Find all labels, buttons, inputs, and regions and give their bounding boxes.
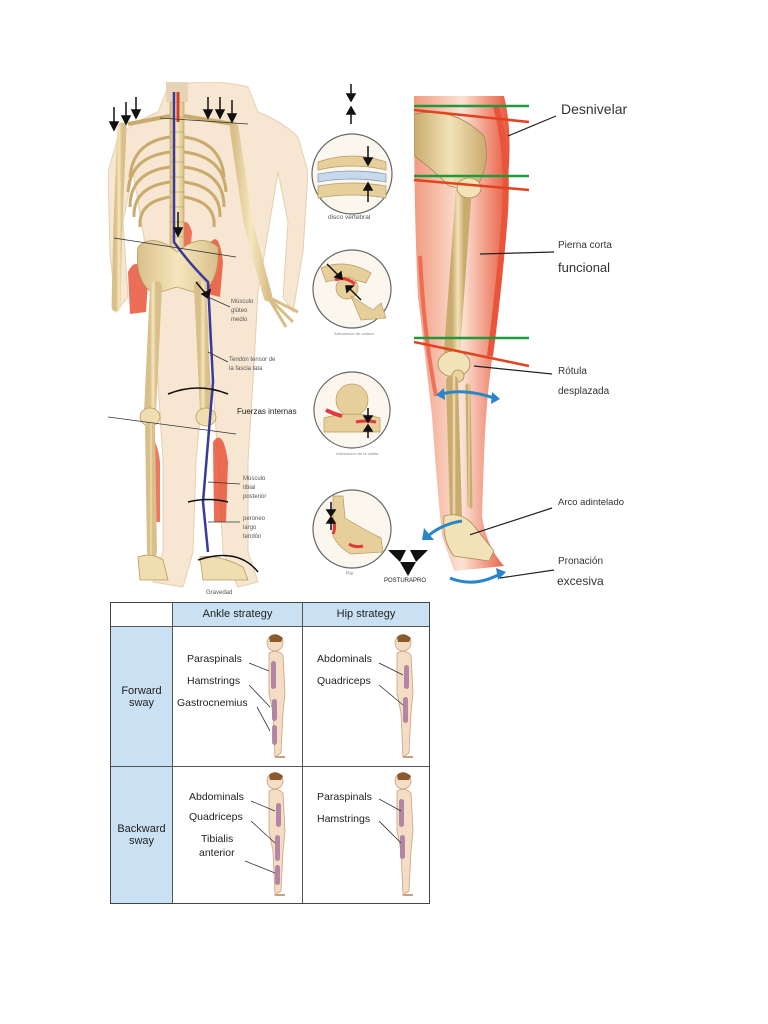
label-quadriceps-2: Quadriceps <box>189 811 243 823</box>
label-cadera: Articulación de cadera <box>334 331 374 336</box>
leg-illustration <box>414 96 530 584</box>
figure-backward-hip <box>394 772 414 896</box>
label-arco: Arco adintelado <box>558 497 625 508</box>
pointer-lines-back-hip <box>378 798 402 844</box>
top-compression-arrow <box>345 84 357 124</box>
label-funcional: funcional <box>558 260 611 275</box>
label-anterior: anterior <box>199 847 235 859</box>
label-tibialis: Tibialis <box>201 833 234 845</box>
label-disco-vertebral: disco vertebral <box>328 214 371 221</box>
figure-forward-hip <box>394 634 414 758</box>
circle-pie <box>312 489 392 569</box>
label-pronacion: Pronación <box>558 556 604 567</box>
label-musculo-gluteo: Músculo glúteo medio <box>231 299 254 323</box>
cell-forward-ankle: Paraspinals Hamstrings Gastrocnemius <box>173 627 303 767</box>
cell-backward-hip: Paraspinals Hamstrings <box>303 767 429 903</box>
label-rotula: Rótula <box>558 366 587 377</box>
pointer-lines-fwd-ankle <box>248 662 271 732</box>
cell-backward-ankle: Abdominals Quadriceps Tibialis anterior <box>173 767 303 903</box>
label-pierna-corta: Pierna corta <box>558 240 612 251</box>
pointer-lines-fwd-hip <box>378 662 404 706</box>
label-musculo-tibial: Músculo tibial posterior <box>243 476 267 500</box>
label-pie: Pie <box>346 571 354 577</box>
label-desplazada: desplazada <box>558 386 610 397</box>
col-header-ankle: Ankle strategy <box>173 603 303 627</box>
label-tendon-tensor: Tendón tensor de la fascia lata <box>229 357 276 372</box>
table-corner <box>111 603 173 627</box>
label-quadriceps: Quadriceps <box>317 675 371 687</box>
circle-disco-vertebral <box>311 133 393 215</box>
posturapro-logo <box>388 550 428 576</box>
label-paraspinals: Paraspinals <box>187 653 242 665</box>
label-abdominals: Abdominals <box>317 653 372 665</box>
figure-forward-ankle <box>266 634 286 758</box>
col-header-hip: Hip strategy <box>303 603 429 627</box>
leg-pointer-lines <box>470 115 557 579</box>
circle-rodilla <box>313 371 391 449</box>
label-abdominals-2: Abdominals <box>189 791 244 803</box>
logo-text: POSTURAPRO <box>384 578 427 584</box>
pointer-lines-back-ankle <box>244 800 276 874</box>
skeleton-illustration <box>108 82 308 588</box>
label-paraspinals-2: Paraspinals <box>317 791 372 803</box>
label-hamstrings: Hamstrings <box>187 675 241 687</box>
label-gravedad: Gravedad <box>206 590 233 596</box>
label-gastrocnemius: Gastrocnemius <box>177 697 248 709</box>
circle-cadera <box>312 249 392 329</box>
label-desnivelar: Desnivelar <box>561 101 628 117</box>
label-hamstrings-2: Hamstrings <box>317 813 371 825</box>
label-excesiva: excesiva <box>557 574 604 588</box>
figure-backward-ankle <box>266 772 286 896</box>
label-rodilla: Articulación de la rodilla <box>336 451 379 456</box>
label-peroneo: peroneo largo tendón <box>243 516 266 540</box>
label-fuerzas-internas: Fuerzas internas <box>237 407 297 416</box>
cell-forward-hip: Abdominals Quadriceps <box>303 627 429 767</box>
